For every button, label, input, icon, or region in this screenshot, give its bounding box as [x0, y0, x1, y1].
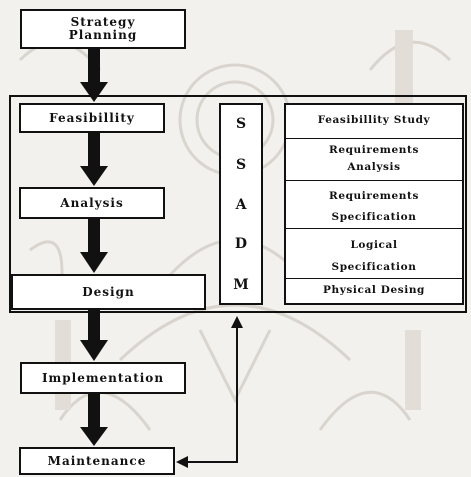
stage-requirements-specification: Requirements Specification [286, 181, 462, 229]
implementation-label: Implementation [41, 371, 165, 385]
ssadm-letter-d: D [234, 236, 248, 252]
ssadm-stage-list: Feasibillity Study Requirements Analysis… [284, 103, 464, 305]
maintenance-box: Maintenance [19, 447, 175, 475]
stage-logical-specification: Logical Specification [286, 229, 462, 279]
stage-label: Logical [350, 239, 398, 251]
ssadm-letter-a: A [235, 197, 247, 213]
analysis-label: Analysis [60, 196, 124, 210]
ssadm-letter-s1: S [235, 116, 247, 132]
stage-label: Feasibillity Study [317, 114, 431, 126]
stage-label-line2: Specification [331, 211, 417, 223]
stage-physical-design: Physical Desing [286, 279, 462, 303]
ssadm-acronym-column: S S A D M [219, 103, 263, 305]
strategy-label-line2: Planning [68, 28, 138, 42]
design-label: Design [82, 285, 135, 299]
maintenance-label: Maintenance [47, 454, 147, 468]
strategy-planning-box: Strategy Planning [20, 9, 186, 49]
feasibility-label: Feasibillity [49, 111, 135, 125]
ssadm-outer-frame [9, 95, 467, 313]
ssadm-letter-s2: S [235, 157, 247, 173]
design-box: Design [11, 274, 206, 310]
stage-label: Physical Desing [322, 284, 426, 296]
stage-label: Requirements [329, 190, 419, 202]
stage-label: Requirements [329, 144, 419, 156]
stage-label-line2: Specification [331, 261, 417, 273]
implementation-box: Implementation [20, 362, 186, 394]
ssadm-letter-m: M [233, 277, 249, 293]
stage-feasibility-study: Feasibillity Study [286, 105, 462, 139]
strategy-label-line1: Strategy [70, 15, 136, 29]
stage-requirements-analysis: Requirements Analysis [286, 139, 462, 181]
analysis-box: Analysis [19, 187, 165, 219]
stage-label-line2: Analysis [347, 161, 401, 173]
feasibility-box: Feasibillity [19, 103, 165, 133]
